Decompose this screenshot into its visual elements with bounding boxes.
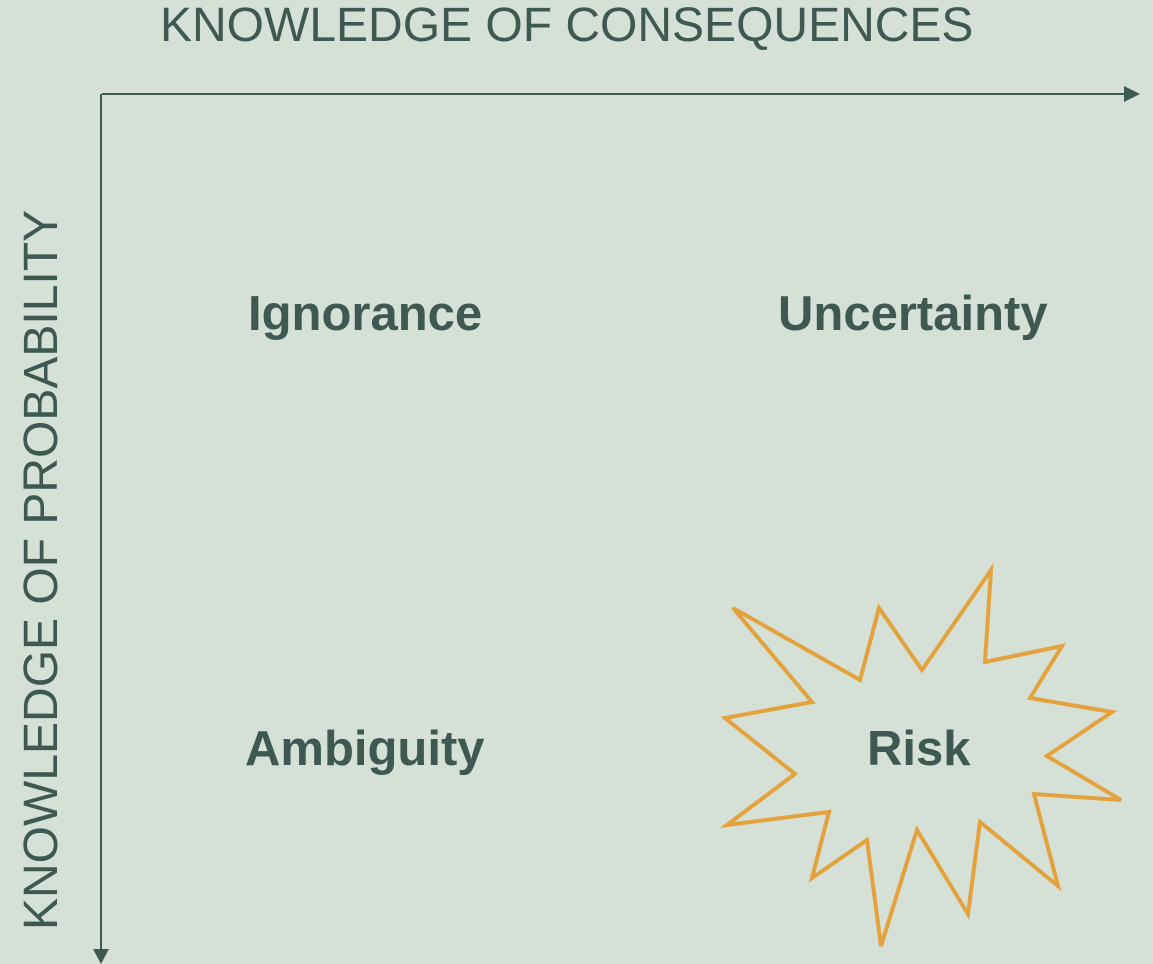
starburst-icon bbox=[719, 562, 1123, 947]
x-axis-label: KNOWLEDGE OF CONSEQUENCES bbox=[160, 0, 974, 52]
arrow-right-icon bbox=[1124, 86, 1140, 102]
y-axis-label: KNOWLEDGE OF PROBABILITY bbox=[15, 209, 68, 930]
quadrant-uncertainty: Uncertainty bbox=[778, 287, 1048, 341]
quadrant-ignorance: Ignorance bbox=[248, 287, 483, 341]
quadrant-risk: Risk bbox=[867, 722, 971, 776]
quadrant-ambiguity: Ambiguity bbox=[245, 722, 485, 776]
arrow-down-icon bbox=[93, 949, 109, 964]
